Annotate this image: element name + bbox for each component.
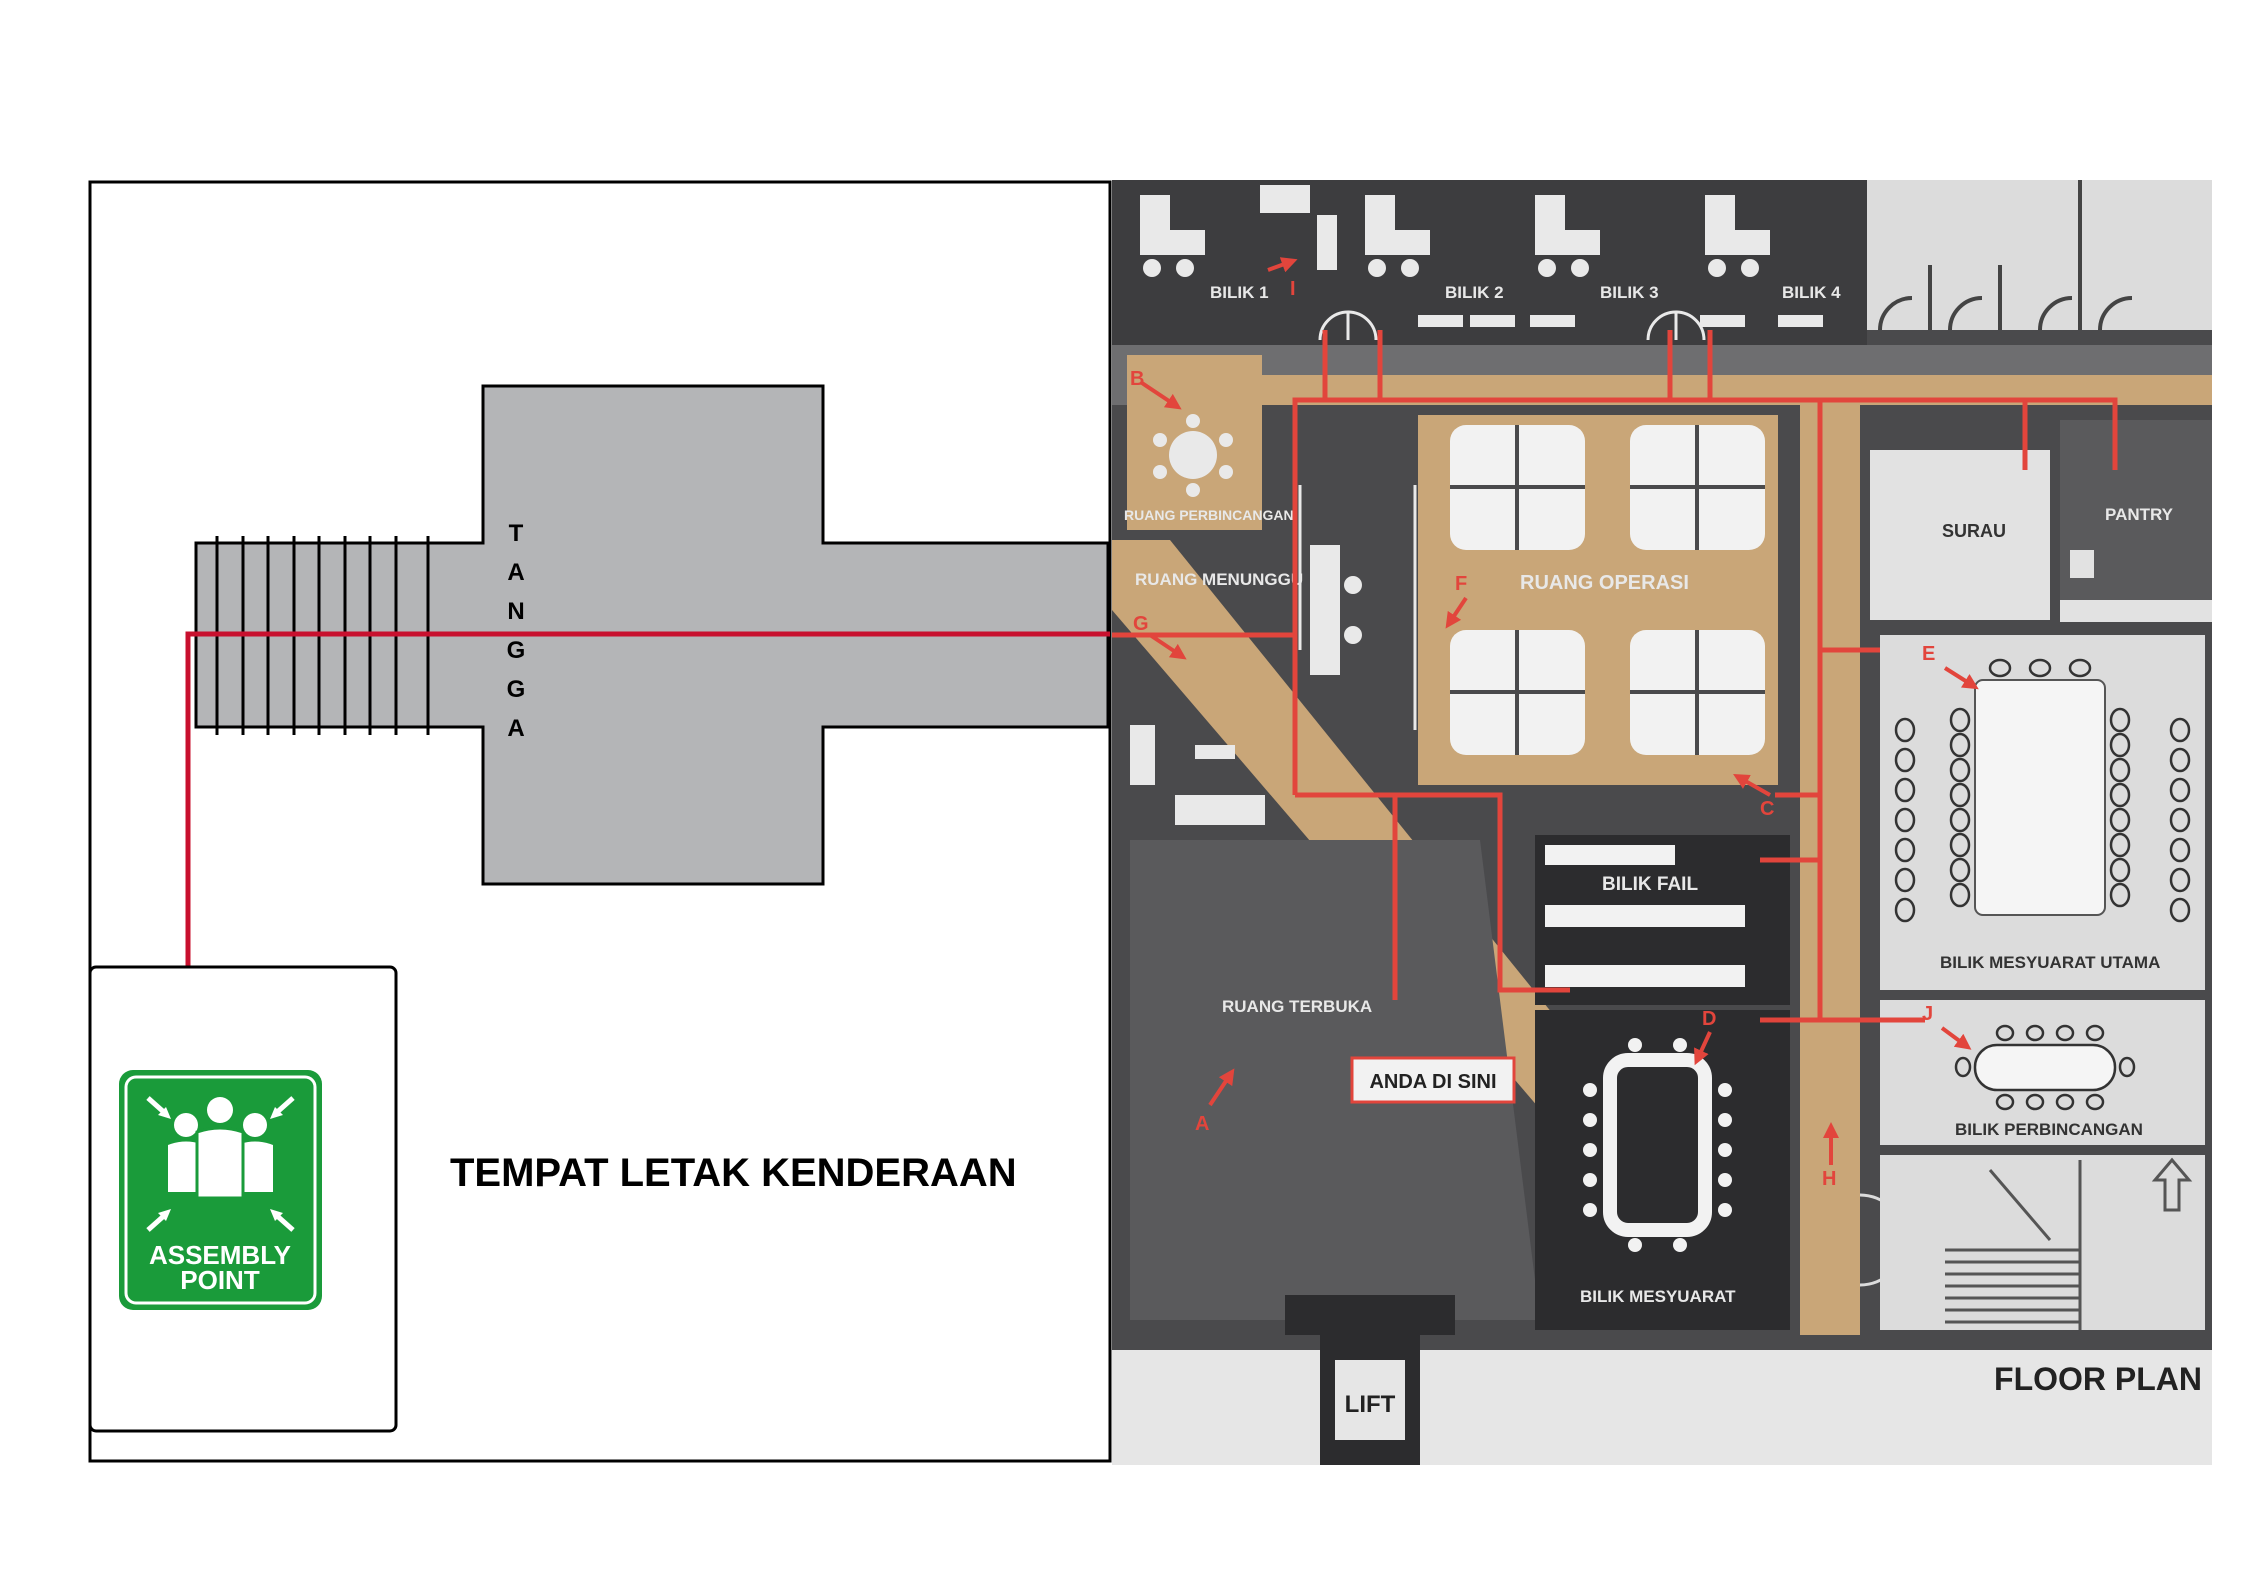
assembly-point-sign: ASSEMBLY POINT — [119, 1070, 322, 1310]
bilik-mesyuarat-label: BILIK MESYUARAT — [1580, 1287, 1736, 1306]
workstation-dividers — [1450, 425, 1765, 755]
round-table-chairs — [1153, 414, 1233, 497]
evacuation-network — [1112, 330, 2118, 1023]
you-are-here-box — [1350, 1056, 1516, 1104]
surau-label: SURAU — [1942, 521, 2006, 541]
stair-letter: A — [507, 559, 524, 586]
small-meeting-chairs — [1954, 1024, 2136, 1111]
bottom-wall-dark — [1112, 1335, 2212, 1350]
cubicles — [1140, 185, 1823, 327]
assembly-text-line2: POINT — [180, 1265, 260, 1295]
assembly-point-icon — [146, 1096, 295, 1232]
ruang-perbincangan-label: RUANG PERBINCANGAN — [1124, 507, 1294, 523]
floor-plan-title: FLOOR PLAN — [1994, 1361, 2202, 1397]
site-plan: T A N G G A — [88, 180, 1112, 1463]
top-right-rooms — [1867, 180, 2212, 330]
stair-letter: N — [507, 598, 524, 625]
parking-label: TEMPAT LETAK KENDERAAN — [450, 1151, 1017, 1195]
ruang-terbuka-area — [1130, 840, 1540, 1320]
route-arrow-b — [1140, 381, 1182, 410]
surau-room — [1870, 450, 2050, 620]
lift-box — [1335, 1360, 1405, 1440]
file-shelves — [1545, 845, 1745, 987]
route-letter-b: B — [1130, 368, 1144, 390]
route-arrow-j — [1940, 1026, 1972, 1050]
meeting-room-chairs — [1583, 1038, 1732, 1252]
stair-letter: G — [507, 676, 526, 703]
main-meeting-chairs — [1894, 658, 2191, 923]
route-arrow-f — [1445, 596, 1468, 629]
bilik4-label: BILIK 4 — [1782, 283, 1841, 302]
pantry-fridge — [2070, 550, 2094, 578]
stair-letter: A — [507, 715, 524, 742]
stair-doors — [1859, 1193, 1907, 1287]
waiting-chairs — [1130, 576, 1362, 825]
assembly-text-line1: ASSEMBLY — [149, 1240, 291, 1270]
pantry-counter — [2060, 600, 2212, 622]
ruang-terbuka-label: RUANG TERBUKA — [1222, 997, 1372, 1016]
route-arrow-d — [1694, 1031, 1712, 1066]
floor-plan: BILIK 1 BILIK 2 BILIK 3 BILIK 4 RUANG PE… — [1112, 180, 2212, 1465]
bilik-labels: BILIK 1 BILIK 2 BILIK 3 BILIK 4 — [1210, 283, 1841, 302]
meeting-table — [1603, 1053, 1712, 1237]
route-arrow-c — [1733, 774, 1771, 797]
you-are-here-label: ANDA DI SINI — [1369, 1071, 1496, 1093]
route-letter-g: G — [1133, 613, 1149, 635]
route-arrow-i — [1267, 257, 1298, 273]
stair-letter: G — [507, 637, 526, 664]
main-meeting-table — [1974, 679, 2106, 916]
bilik2-label: BILIK 2 — [1445, 283, 1504, 302]
bilik3-label: BILIK 3 — [1600, 283, 1659, 302]
route-letter-f: F — [1455, 573, 1467, 595]
route-letter-i: I — [1290, 278, 1296, 300]
bilik-fail-label: BILIK FAIL — [1602, 874, 1698, 895]
reception-desk — [1310, 545, 1340, 675]
bilik-perbincangan-label: BILIK PERBINCANGAN — [1955, 1120, 2143, 1139]
bottom-wall — [1112, 1335, 2212, 1465]
route-letter-a: A — [1195, 1113, 1209, 1135]
pantry-room — [2060, 420, 2212, 620]
ruang-operasi-label-box — [1515, 565, 1725, 595]
stair-arrow — [2151, 1157, 2193, 1212]
round-table — [1169, 431, 1217, 479]
bilik-doors — [1318, 310, 1706, 341]
ruang-menunggu-label: RUANG MENUNGGU — [1135, 570, 1303, 589]
route-letter-e: E — [1922, 643, 1935, 665]
route-letter-j: J — [1922, 1003, 1933, 1025]
stair-label: T A N G G A — [507, 520, 526, 742]
small-meeting-table — [1973, 1043, 2117, 1092]
route-arrow-g — [1148, 633, 1187, 660]
lift-label: LIFT — [1345, 1391, 1396, 1418]
evacuation-route — [185, 631, 1110, 1020]
pantry-label: PANTRY — [2105, 505, 2174, 524]
route-arrow-a — [1208, 1068, 1235, 1107]
ruang-operasi-label: RUANG OPERASI — [1520, 572, 1689, 594]
route-markers: B I G F C E J D H A — [1130, 257, 1979, 1190]
route-letter-d: D — [1702, 1008, 1716, 1030]
route-arrow-e — [1943, 666, 1979, 690]
bilik1-label: BILIK 1 — [1210, 283, 1269, 302]
lift-door — [1285, 1295, 1455, 1335]
right-corridor — [1800, 405, 1860, 1335]
route-letter-c: C — [1760, 798, 1774, 820]
top-right-doors — [1878, 180, 2133, 331]
route-letter-h: H — [1822, 1168, 1836, 1190]
stair-letter: T — [509, 520, 524, 547]
stairwell — [1880, 1155, 2205, 1330]
bilik-mesyuarat-utama-label: BILIK MESYUARAT UTAMA — [1940, 953, 2160, 972]
stairwell-steps — [1945, 1160, 2082, 1330]
